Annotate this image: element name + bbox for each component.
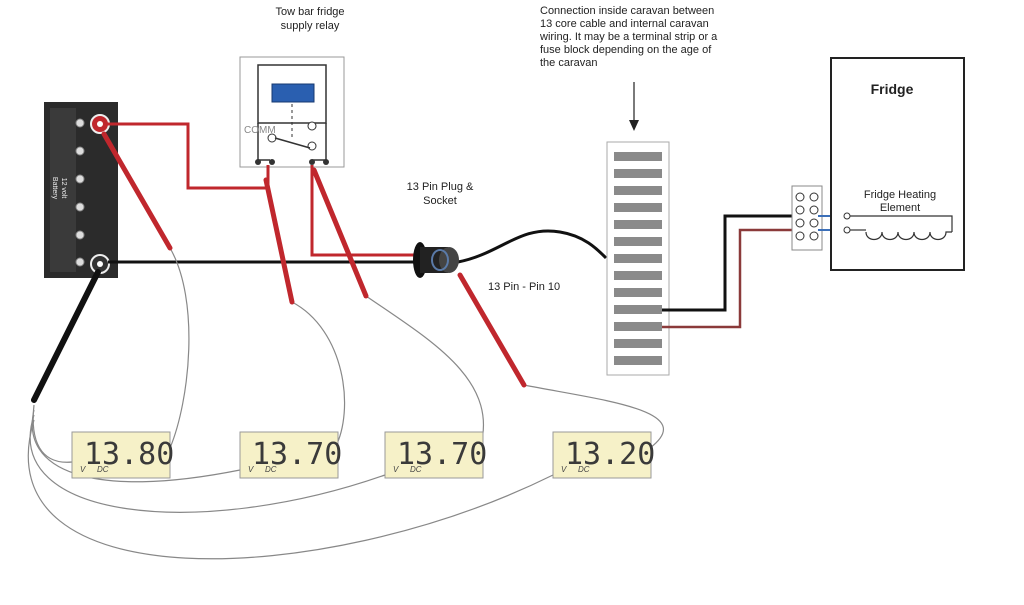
fridge-positive-wire <box>662 228 800 329</box>
meter-1-lcd <box>71 431 171 479</box>
svg-text:DC: DC <box>578 465 590 474</box>
probe-leads <box>27 247 665 560</box>
svg-text:13 core cable and internal car: 13 core cable and internal caravan <box>540 18 709 30</box>
relay-comm-label: COMM <box>244 125 276 136</box>
connection-arrow-head <box>629 120 639 131</box>
fridge-negative-wire <box>662 214 800 312</box>
meter-4-reading: 13.20 <box>565 437 655 472</box>
meter-3-reading: 13.70 <box>397 437 487 472</box>
svg-text:V: V <box>80 465 86 474</box>
meter-3: 13.70 V DC <box>384 431 487 479</box>
meter-2-lcd <box>239 431 339 479</box>
svg-text:V: V <box>393 465 399 474</box>
probe-negative <box>31 269 101 403</box>
meter-2: 13.70 V DC <box>239 431 342 479</box>
heating-label-line1: Fridge Heating <box>864 189 936 201</box>
probe-4 <box>457 272 527 388</box>
svg-text:Connection inside caravan betw: Connection inside caravan between <box>540 5 714 17</box>
probe-3 <box>311 167 369 299</box>
svg-text:DC: DC <box>265 465 277 474</box>
probe-1 <box>101 131 173 251</box>
plug-label-line2: Socket <box>423 195 457 207</box>
battery-label-line1: 12 volt <box>60 178 67 199</box>
cable-13-core <box>457 229 608 264</box>
svg-text:V: V <box>248 465 254 474</box>
meter-4: 13.20 V DC <box>552 431 655 479</box>
relay-title-line2: supply relay <box>281 20 340 32</box>
connection-caption: Connection inside caravan between 13 cor… <box>539 5 718 69</box>
svg-text:V: V <box>561 465 567 474</box>
battery-terminals <box>75 118 85 267</box>
meter-3-lcd <box>384 431 484 479</box>
relay-nc-contact <box>307 141 317 151</box>
meter-1: 13.80 V DC <box>71 431 174 479</box>
heating-label-line2: Element <box>880 202 920 214</box>
relay: COMM <box>239 56 345 168</box>
relay-no-contact <box>307 121 317 131</box>
plug-label-line1: 13 Pin Plug & <box>407 181 474 193</box>
pin-label: 13 Pin - Pin 10 <box>488 281 560 293</box>
terminal-strip <box>606 141 670 376</box>
svg-text:DC: DC <box>410 465 422 474</box>
heating-coil <box>865 231 952 241</box>
probes <box>31 131 527 403</box>
svg-text:wiring. It may be a terminal s: wiring. It may be a terminal strip or a <box>539 31 718 43</box>
battery-panel <box>50 108 76 272</box>
svg-text:fuse block depending on the ag: fuse block depending on the age of <box>540 44 712 56</box>
meter-4-lcd <box>552 431 652 479</box>
fridge-box <box>830 57 965 271</box>
probe-2 <box>263 177 295 305</box>
relay-to-plug-wire <box>310 165 420 257</box>
relay-switch-arm <box>274 137 311 149</box>
svg-text:DC: DC <box>97 465 109 474</box>
relay-coil <box>271 83 315 103</box>
plug-13-pin <box>413 242 459 278</box>
battery-label-line2: Battery <box>51 177 58 200</box>
svg-text:the caravan: the caravan <box>540 57 597 69</box>
battery: 12 volt Battery <box>44 102 118 278</box>
fridge-title: Fridge <box>871 81 914 97</box>
meter-2-reading: 13.70 <box>252 437 342 472</box>
relay-title-line1: Tow bar fridge <box>275 6 344 18</box>
fridge: Fridge Fridge Heating Element <box>830 57 965 271</box>
meter-1-reading: 13.80 <box>84 437 174 472</box>
connector-block <box>791 185 823 251</box>
